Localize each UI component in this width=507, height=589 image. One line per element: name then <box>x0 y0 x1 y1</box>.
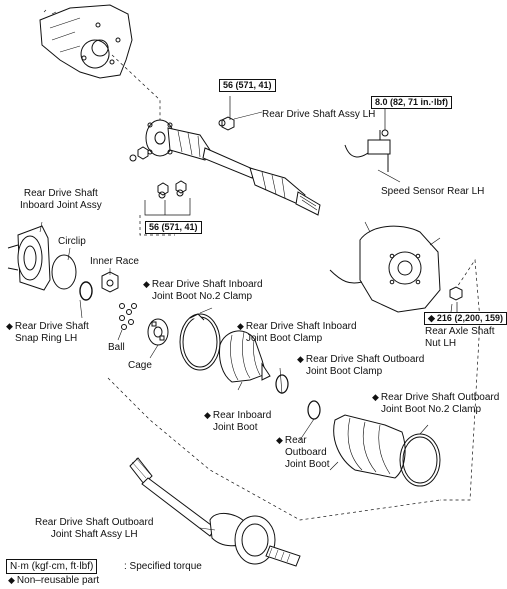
cage-drawing <box>147 318 169 346</box>
hub-knuckle-drawing <box>329 221 441 313</box>
torque-box-lower-nuts: 56 (571, 41) <box>145 221 202 234</box>
axle-nut-drawing <box>449 286 463 301</box>
legend-non-reusable: ◆Non–reusable part <box>8 575 100 586</box>
non-reusable-diamond-icon: ◆ <box>237 321 244 331</box>
non-reusable-diamond-icon: ◆ <box>297 354 304 364</box>
label-inner-race: Inner Race <box>90 256 139 267</box>
label-circlip: Circlip <box>58 236 86 247</box>
label-inboard-joint-assy: Rear Drive Shaft Inboard Joint Assy <box>20 188 102 211</box>
label-rear-drive-shaft-assy-lh: Rear Drive Shaft Assy LH <box>262 109 376 120</box>
outboard-clamp-drawing <box>307 400 321 420</box>
torque-box-top-nut: 56 (571, 41) <box>219 79 276 92</box>
legend-torque-unit-box: N·m (kgf·cm, ft·lbf) <box>6 559 98 574</box>
non-reusable-diamond-icon: ◆ <box>204 410 211 420</box>
drive-shaft-assy-drawing <box>145 119 321 216</box>
inboard-no2-clamp-drawing <box>179 313 221 371</box>
non-reusable-diamond-icon: ◆ <box>6 321 13 331</box>
speed-sensor-drawing <box>344 129 391 172</box>
label-inboard-boot-clamp: ◆Rear Drive Shaft Inboard Joint Boot Cla… <box>237 321 357 344</box>
non-reusable-diamond-icon: ◆ <box>276 435 283 445</box>
circlip-drawing <box>51 254 77 290</box>
flange-nuts-drawing <box>129 116 235 199</box>
torque-box-axle-nut: ◆216 (2,200, 159) <box>424 312 507 325</box>
label-outboard-boot-no2-clamp: ◆Rear Drive Shaft Outboard Joint Boot No… <box>372 392 500 415</box>
non-reusable-diamond-icon: ◆ <box>143 279 150 289</box>
label-inboard-boot-no2-clamp: ◆Rear Drive Shaft Inboard Joint Boot No.… <box>143 279 263 302</box>
inboard-boot-drawing <box>219 330 271 383</box>
label-speed-sensor-rear-lh: Speed Sensor Rear LH <box>381 186 485 197</box>
torque-leaders <box>144 96 458 312</box>
label-rear-axle-shaft-nut-lh: Rear Axle Shaft Nut LH <box>425 326 495 349</box>
outboard-joint-shaft-drawing <box>129 457 301 567</box>
label-outboard-boot-clamp: ◆Rear Drive Shaft Outboard Joint Boot Cl… <box>297 354 425 377</box>
outboard-no2-clamp-drawing <box>399 433 441 487</box>
legend-torque-desc: : Specified torque <box>124 561 202 572</box>
differential-housing-drawing <box>39 4 133 79</box>
label-rear-outboard-joint-boot: ◆Rear Outboard Joint Boot <box>276 435 330 470</box>
inboard-joint-assy-drawing <box>7 225 51 291</box>
label-leaders <box>39 111 453 531</box>
non-reusable-diamond-icon: ◆ <box>372 392 379 402</box>
balls-drawing <box>119 303 137 330</box>
label-ball: Ball <box>108 342 125 353</box>
torque-box-speed-sensor: 8.0 (82, 71 in.·lbf) <box>371 96 453 109</box>
outboard-boot-drawing <box>333 414 406 479</box>
label-rear-inboard-joint-boot: ◆Rear Inboard Joint Boot <box>204 410 272 433</box>
label-outboard-joint-shaft-assy-lh: Rear Drive Shaft Outboard Joint Shaft As… <box>35 517 154 540</box>
non-reusable-diamond-icon: ◆ <box>8 575 15 585</box>
non-reusable-diamond-icon: ◆ <box>428 313 435 323</box>
label-snap-ring-lh: ◆Rear Drive Shaft Snap Ring LH <box>6 321 89 344</box>
snap-ring-drawing <box>79 281 93 301</box>
label-cage: Cage <box>128 360 152 371</box>
